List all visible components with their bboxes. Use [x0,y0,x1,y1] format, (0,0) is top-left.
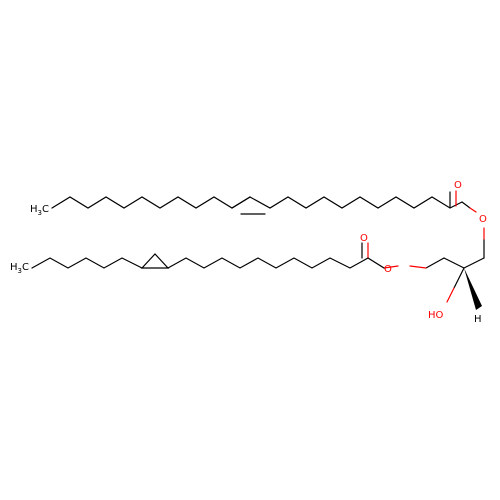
ester-top-bond-o [469,207,477,213]
carbonyl-top-o-label: O [454,180,462,191]
bottom-chain-tail [31,257,143,269]
ester-bottom-c-bond [367,257,385,269]
glycerol-c1-c2 [463,257,485,269]
methyl-top-label: H3C [30,204,49,217]
glycerol-c3-o [425,257,445,269]
stereo-wedge [464,268,482,310]
methyl-bottom-label: H3C [10,262,29,275]
top-acyl-chain [51,190,477,215]
top-chain-bonds-2 [249,196,463,209]
top-chain-bonds [51,196,251,209]
glycerol-c3-o-red [409,265,427,269]
ester-bottom-o-bond [383,265,399,269]
c2-oh-bond-red [446,287,455,303]
stereo-h-label: H [474,314,482,325]
ester-top-bond [461,201,471,209]
bottom-acyl-chain [31,242,399,269]
hydroxyl-label: HO [428,310,444,321]
cis-double-bond [231,196,251,209]
glycerol-backbone [409,227,485,310]
atom-labels: H3C H3C O O O O HO H [10,180,487,325]
carbonyl-bottom-o-label: O [360,233,368,244]
cyclopropane-ring [140,253,170,269]
ester-bottom-o-label: O [384,264,392,275]
ester-top-o-label: O [479,214,487,225]
glycerol-c2-c3 [443,257,465,269]
c2-oh-bond [453,267,465,289]
bottom-chain-bonds [167,257,369,269]
